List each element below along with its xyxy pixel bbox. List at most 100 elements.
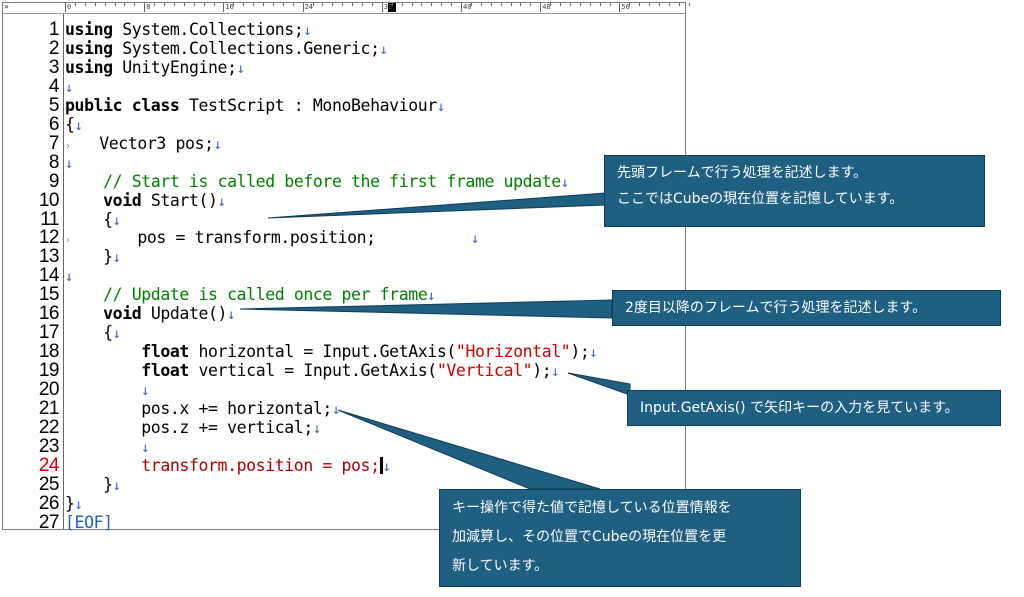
code-line[interactable]: {↓	[65, 210, 121, 229]
code-line[interactable]: // Start is called before the first fram…	[65, 172, 569, 191]
code-line[interactable]: void Start()↓	[65, 191, 226, 210]
newline-mark-icon: ↓	[589, 345, 598, 362]
code-token: System.Collections.Generic;	[112, 38, 380, 58]
tab-mark-icon: ›	[65, 235, 71, 247]
code-token	[65, 437, 141, 456]
ruler-subtick	[362, 3, 363, 6]
code-token	[65, 172, 103, 191]
code-line[interactable]: }↓	[65, 475, 121, 494]
ruler-subtick	[569, 3, 571, 6]
ruler-subtick	[649, 3, 651, 6]
code-token: System.Collections;	[112, 20, 304, 39]
code-token: vertical = Input.GetAxis(	[188, 361, 437, 381]
code-line[interactable]: ↓	[65, 437, 149, 456]
ruler-cursor-marker	[388, 3, 396, 12]
callout-getaxis-line-1: Input.GetAxis() で矢印キーの入力を見ています。	[640, 400, 959, 416]
ruler-mark-label: 0	[67, 3, 72, 11]
line-number: 13	[38, 246, 60, 268]
ruler-subtick	[322, 3, 324, 6]
code-token: {	[65, 209, 113, 229]
code-line[interactable]: }↓	[65, 247, 121, 266]
callout-start: 先頭フレームで行う処理を記述します。 ここではCubeの現在位置を記憶しています…	[604, 155, 985, 227]
code-line[interactable]: ↓	[65, 77, 73, 96]
code-line[interactable]: using System.Collections.Generic;↓	[65, 39, 388, 58]
code-line[interactable]: }↓	[65, 494, 83, 513]
ruler-subtick	[173, 3, 175, 6]
ruler-tick	[461, 3, 462, 12]
code-line[interactable]: ↓	[65, 380, 149, 399]
code-line[interactable]: float vertical = Input.GetAxis("Vertical…	[65, 361, 559, 380]
newline-mark-icon: ↓	[112, 212, 121, 229]
code-line[interactable]: › Vector3 pos;↓	[65, 134, 222, 153]
line-number: 7	[48, 132, 60, 154]
code-line[interactable]: using System.Collections;↓	[65, 20, 312, 39]
callout-getaxis: Input.GetAxis() で矢印キーの入力を見ています。	[627, 390, 1001, 426]
newline-mark-icon: ↓	[65, 155, 74, 172]
ruler-mark-label: 32	[383, 3, 393, 11]
keyword-token: using	[65, 38, 113, 58]
code-line[interactable]: › pos = transform.position; ↓	[65, 228, 479, 247]
line-number: 1	[48, 19, 60, 40]
newline-mark-icon: ↓	[331, 402, 340, 418]
code-line[interactable]: transform.position = pos;↓	[65, 456, 391, 475]
code-area[interactable]: using System.Collections;↓using System.C…	[65, 14, 685, 532]
newline-mark-icon: ↓	[471, 231, 480, 248]
code-token: }	[65, 247, 113, 267]
line-number: 6	[48, 113, 60, 135]
callout-position: キー操作で得た値で記憶している位置情報を 加減算し、その位置でCubeの現在位置…	[439, 489, 801, 587]
ruler-subtick	[272, 3, 274, 6]
ruler-subtick	[292, 3, 294, 6]
line-number: 15	[38, 284, 60, 306]
ruler-subtick	[371, 3, 373, 6]
code-token	[65, 285, 103, 304]
code-line[interactable]: ↓	[65, 266, 73, 285]
code-token: Vector3 pos;	[70, 133, 214, 153]
code-line[interactable]: public class TestScript : MonoBehaviour↓	[65, 96, 445, 115]
ruler-subtick	[263, 3, 264, 6]
callout-start-line-1: 先頭フレームで行う処理を記述します。	[617, 165, 868, 181]
code-token: horizontal = Input.GetAxis(	[188, 342, 456, 362]
line-number: 12	[38, 227, 60, 249]
ruler-subtick	[243, 3, 245, 6]
ruler-mark-label: 8	[146, 3, 151, 11]
line-number: 5	[48, 94, 60, 116]
newline-mark-icon: ↓	[303, 23, 312, 39]
code-token: Start()	[141, 190, 218, 210]
code-line[interactable]: {↓	[65, 115, 83, 134]
code-line[interactable]: using UnityEngine;↓	[65, 58, 245, 77]
callout-start-line-2: ここではCubeの現在位置を記憶しています。	[617, 191, 904, 207]
newline-mark-icon: ↓	[236, 60, 245, 77]
ruler-subtick	[203, 3, 205, 6]
comment-token: // Update is called once per frame	[103, 285, 428, 305]
code-line[interactable]: float horizontal = Input.GetAxis("Horizo…	[65, 342, 598, 362]
code-line[interactable]: pos.x += horizontal;↓	[65, 399, 340, 418]
code-line[interactable]: void Update()↓	[65, 304, 235, 323]
line-number: 11	[40, 208, 59, 230]
ruler-mark-label: 48	[542, 3, 551, 11]
newline-mark-icon: ↓	[112, 250, 121, 267]
ruler-subtick	[342, 3, 344, 6]
ruler-subtick	[401, 3, 403, 6]
code-line[interactable]: [EOF]	[65, 513, 113, 532]
keyword-token: void	[103, 190, 142, 210]
ruler-subtick	[530, 3, 532, 6]
newline-mark-icon: ↓	[141, 439, 150, 456]
line-number: 2	[48, 37, 60, 59]
code-line[interactable]: // Update is called once per frame↓	[65, 285, 436, 305]
callout-update-line-1: 2度目以降のフレームで行う処理を記述します。	[625, 300, 927, 316]
newline-mark-icon: ↓	[141, 383, 150, 400]
ruler-tick	[619, 3, 621, 12]
ruler-subtick	[282, 3, 284, 6]
code-token: pos.x += horizontal;	[65, 399, 332, 418]
code-line[interactable]: ↓	[65, 153, 73, 172]
code-line[interactable]: {↓	[65, 323, 121, 342]
ruler-subtick	[550, 3, 552, 6]
ruler-subtick	[609, 3, 611, 6]
newline-mark-icon: ↓	[560, 174, 569, 191]
code-token: pos = transform.position;	[70, 228, 472, 248]
newline-mark-icon: ↓	[551, 364, 560, 381]
line-number: 8	[48, 151, 60, 173]
code-line[interactable]: pos.z += vertical;↓	[65, 418, 321, 437]
